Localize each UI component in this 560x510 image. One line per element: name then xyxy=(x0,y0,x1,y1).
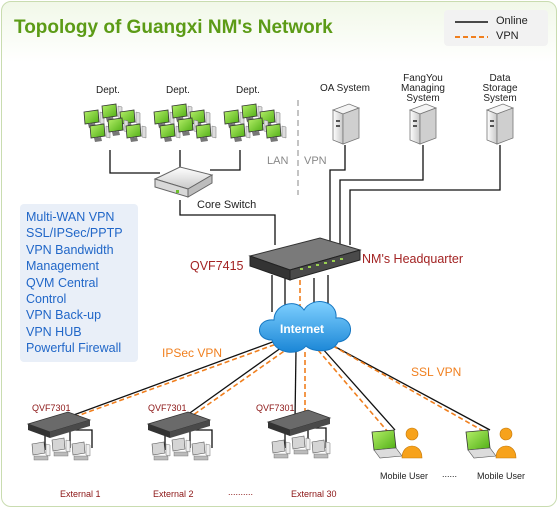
dept-label-2: Dept. xyxy=(166,85,190,96)
hq-device-label: QVF7415 xyxy=(190,259,244,273)
core-switch-label: Core Switch xyxy=(197,199,257,211)
lan-label: LAN xyxy=(267,155,289,167)
server-icon xyxy=(485,103,515,145)
pc-icon xyxy=(51,437,71,457)
feature-item: Powerful Firewall xyxy=(26,341,122,356)
pc-icon xyxy=(265,123,287,142)
pc-icon xyxy=(151,441,171,461)
server-label-fangyou: FangYou Managing System xyxy=(393,74,453,104)
link-switch-hq xyxy=(179,200,276,245)
pc-icon xyxy=(247,117,269,136)
pc-icon xyxy=(83,109,105,128)
vpn-links xyxy=(65,280,486,433)
link-fangyou-hq xyxy=(339,145,424,245)
pc-icon xyxy=(71,441,91,461)
feature-item: QVM Central xyxy=(26,275,99,290)
server-label-fangyou-line2: Managing xyxy=(401,83,445,94)
server-label-storage-line3: System xyxy=(483,93,517,104)
mobile-user-label-1: Mobile User xyxy=(380,471,429,481)
pc-icon xyxy=(271,439,291,459)
server-icon xyxy=(331,103,361,145)
diagram-title: Topology of Guangxi NM's Network xyxy=(14,17,333,38)
external-label-2: External 2 xyxy=(153,489,194,499)
internet-label: Internet xyxy=(280,322,325,336)
server-label-fangyou-line3: System xyxy=(406,93,440,104)
pc-icon xyxy=(125,123,147,142)
link-oa-hq xyxy=(329,145,346,245)
ssl-vpn-label: SSL VPN xyxy=(411,365,462,379)
feature-item: Control xyxy=(26,292,67,307)
ipsec-vpn-label: IPSec VPN xyxy=(162,346,223,360)
mobile-user-icon xyxy=(465,427,517,459)
branch-group xyxy=(26,409,332,461)
legend-vpn-label: VPN xyxy=(496,30,519,42)
pc-icon xyxy=(177,117,199,136)
branch-router xyxy=(146,411,212,461)
legend-online-label: Online xyxy=(496,15,528,27)
pc-icon xyxy=(159,123,181,142)
branch-device-label-1: QVF7301 xyxy=(32,403,71,413)
branch-device-label-3: QVF7301 xyxy=(256,403,295,413)
branch-router xyxy=(26,411,92,461)
external-ellipsis: .......... xyxy=(228,487,254,497)
server-label-storage-line1: Data xyxy=(489,73,511,84)
hq-router-device xyxy=(248,237,362,281)
pc-icon xyxy=(195,123,217,142)
pc-icon xyxy=(191,441,211,461)
feature-item: VPN Back-up xyxy=(26,308,102,323)
legend-box xyxy=(444,10,548,46)
feature-item: VPN HUB xyxy=(26,324,82,339)
server-label-fangyou-line1: FangYou xyxy=(403,73,443,84)
mobile-ellipsis: ...... xyxy=(442,469,458,479)
branch-pcs xyxy=(31,437,91,461)
feature-item: Multi-WAN VPN xyxy=(26,210,115,224)
pc-icon xyxy=(171,437,191,457)
mobile-user-group xyxy=(371,427,517,459)
server-label-oa: OA System xyxy=(319,83,370,94)
dept-label-3: Dept. xyxy=(236,85,260,96)
link-dept3-switch xyxy=(210,150,241,171)
branch-pcs xyxy=(151,437,211,461)
hq-label: NM's Headquarter xyxy=(362,252,464,266)
external-label-1: External 1 xyxy=(60,489,101,499)
feature-item: VPN Bandwidth xyxy=(26,242,114,257)
vpn-divider-label: VPN xyxy=(304,155,327,167)
link-dept1-switch xyxy=(109,150,160,174)
dept-label-1: Dept. xyxy=(96,85,120,96)
dept-pc-groups xyxy=(83,103,287,142)
branch-device-label-2: QVF7301 xyxy=(148,403,187,413)
mobile-user-label-2: Mobile User xyxy=(477,471,526,481)
core-switch-device xyxy=(153,166,214,198)
feature-item: Management xyxy=(26,259,99,274)
internet-cloud xyxy=(259,301,351,353)
server-label-storage-line2: Storage xyxy=(482,83,518,94)
pc-icon xyxy=(31,441,51,461)
branch-router xyxy=(266,409,332,459)
online-links xyxy=(44,145,501,450)
pc-icon xyxy=(291,435,311,455)
server-label-storage: Data Storage System xyxy=(470,74,530,104)
pc-icon xyxy=(311,439,331,459)
feature-item: SSL/IPSec/PPTP xyxy=(26,226,123,241)
pc-icon xyxy=(229,123,251,142)
server-group xyxy=(331,103,515,145)
feature-panel xyxy=(20,204,138,362)
mobile-user-icon xyxy=(371,427,423,459)
link-storage-hq xyxy=(349,145,501,245)
branch-pcs xyxy=(271,435,331,459)
pc-icon xyxy=(89,123,111,142)
external-label-3: External 30 xyxy=(291,489,337,499)
pc-icon xyxy=(107,117,129,136)
server-icon xyxy=(408,103,438,145)
